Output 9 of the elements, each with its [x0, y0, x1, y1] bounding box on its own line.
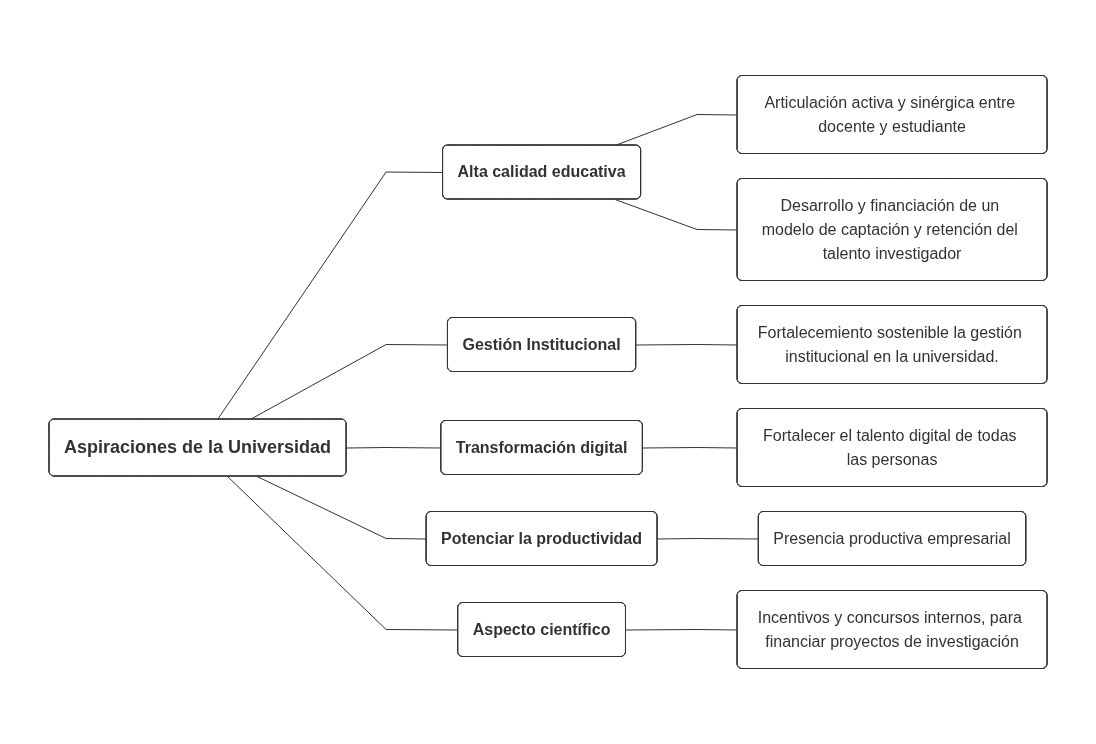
- connector: [256, 476, 428, 540]
- connector: [249, 344, 449, 420]
- connector: [625, 629, 738, 631]
- connector: [346, 447, 442, 449]
- connector: [227, 476, 459, 631]
- connector: [642, 447, 738, 449]
- connector: [217, 171, 444, 420]
- connector: [635, 344, 738, 346]
- connector: [657, 538, 760, 540]
